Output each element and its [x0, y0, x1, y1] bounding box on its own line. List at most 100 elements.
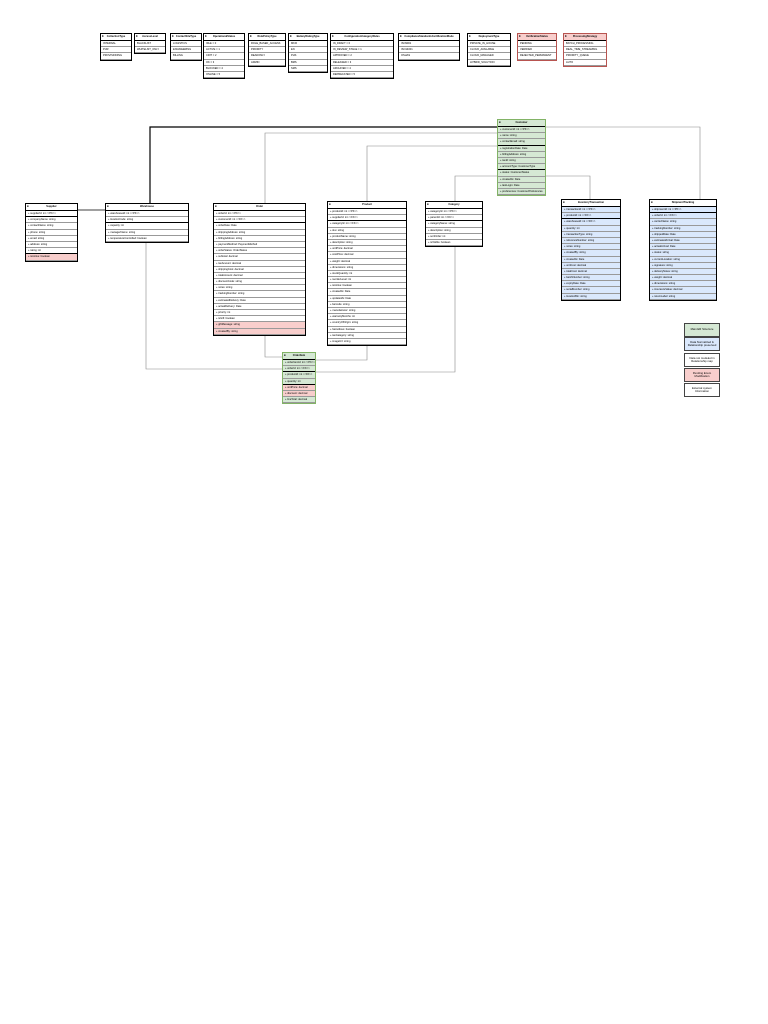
enum-value: CRIT = 2 — [204, 53, 244, 60]
enum-value: ADMIN — [249, 60, 285, 66]
class-attribute: + customerId: int <<PK>> — [498, 127, 545, 134]
class-box-top[interactable]: ■Customer+ customerId: int <<PK>>+ name:… — [497, 119, 546, 197]
class-attribute: + trackingNumber: string — [214, 291, 305, 298]
class-title: Customer — [515, 121, 528, 124]
class-header: ■ Product — [328, 202, 406, 209]
class-attribute: + isActive: boolean — [26, 254, 77, 261]
class-attribute: + deliveryNotes: string — [650, 268, 716, 276]
class-attribute: + contactName: string — [26, 223, 77, 230]
class-header: ■Warehouse — [106, 204, 188, 211]
class-attribute: + locationBin: string — [562, 293, 620, 300]
class-attribute: + countryOfOrigin: string — [328, 320, 406, 327]
class-icon: ■ — [499, 121, 501, 124]
enum-value: ROLE_BASED_ACCESS — [249, 41, 285, 48]
class-attribute: + priority: int — [214, 310, 305, 317]
class-attribute: + estimatedDelivery: Date — [214, 298, 305, 304]
class-attribute: + notes: string — [214, 285, 305, 292]
enum-icon: E — [290, 35, 292, 38]
enum-value: MKIII — [289, 41, 327, 48]
class-header: ■ InventoryTransaction — [562, 200, 620, 207]
class-icon: ■ — [329, 203, 331, 206]
class-attribute: + createdAt: Date — [562, 256, 620, 263]
class-box-c4[interactable]: ■Product+ productId: int <<PK>>+ supplie… — [327, 201, 407, 347]
class-attribute: + batchNumber: string — [562, 275, 620, 282]
class-attribute: + discountCode: string — [214, 279, 305, 286]
class-attribute: + paymentMethod: PaymentMethod — [214, 242, 305, 249]
class-attribute: + registrationDate: Date — [498, 145, 545, 152]
enum-value: EN — [289, 47, 327, 54]
class-attribute: + discount: decimal — [283, 390, 315, 398]
enum-value: REAL_TIME_STREAMING — [564, 47, 606, 54]
enum-value: CLOUD_MANAGED — [468, 53, 510, 60]
class-title: Product — [362, 203, 372, 206]
class-header: ■Order — [214, 204, 305, 211]
class-box-c1[interactable]: ■Supplier+ supplierId: int <<PK>>+ compa… — [25, 203, 78, 262]
class-attribute: + weight: decimal — [650, 275, 716, 282]
class-attribute: + status: string — [650, 250, 716, 257]
class-header: ■Category — [426, 202, 482, 209]
class-attribute: + transactionType: string — [562, 231, 620, 238]
class-attribute: + temperatureControlled: boolean — [106, 236, 188, 242]
enum-icon: E — [519, 35, 521, 38]
class-box-c2[interactable]: ■Warehouse+ warehouseId: int <<PK>>+ loc… — [105, 203, 189, 243]
class-attribute: + reorderLevel: int — [328, 277, 406, 284]
enum-value: ISO9001 — [399, 41, 459, 48]
class-attribute: + sortOrder: int — [426, 234, 482, 240]
enum-value: DEPRECATED = 5 — [331, 72, 393, 79]
class-attribute: + orderId: int <<FK>> — [283, 366, 315, 373]
class-title: Category — [448, 203, 460, 206]
class-attribute: + description: string — [328, 240, 406, 247]
enum-value: ENGINEERING — [171, 47, 201, 54]
class-box-c3[interactable]: ■Order+ orderId: int <<PK>>+ customerId:… — [213, 203, 306, 336]
class-attribute: + orderId: int <<FK>> — [650, 213, 716, 220]
class-title: InventoryTransaction — [577, 201, 605, 204]
legend-item: Pending Enum Modification — [684, 368, 720, 382]
enum-icon: E — [332, 35, 334, 38]
enum-value: PUR — [101, 47, 131, 54]
class-attribute: + warrantyMonths: int — [328, 314, 406, 321]
class-attribute: + createdBy: string — [562, 250, 620, 257]
class-header: ■OrderItem — [283, 353, 315, 360]
class-attribute: + unitPrice: decimal — [283, 384, 315, 391]
class-attribute: + rating: int — [26, 248, 77, 255]
enum-header: E ConfigurationCategoryRules — [331, 34, 393, 41]
enum-icon: E — [250, 35, 252, 38]
enum-title: BatteryRatingType — [296, 35, 320, 38]
class-box-c6[interactable]: ■InventoryTransaction+ transactionId: in… — [561, 199, 621, 301]
class-header: ■ Customer — [498, 120, 545, 127]
enum-value: RELEASED = 3 — [331, 60, 393, 66]
class-attribute: + categoryId: int <<FK>> — [328, 221, 406, 228]
enum-value: AUTO — [564, 60, 606, 66]
enum-title: ConfigurationCategoryRules — [344, 35, 380, 38]
enum-value: WHITELIST_ONLY — [135, 47, 165, 54]
class-icon: ■ — [27, 205, 29, 208]
class-attribute: + createdBy: string — [214, 328, 305, 335]
enum-value: INTERNAL — [101, 41, 131, 48]
class-box-bottom[interactable]: ■OrderItem+ orderItemId: int <<PK>>+ ord… — [282, 352, 316, 405]
enum-value: OK = 3 — [204, 60, 244, 66]
class-attribute: + billingAddress: string — [498, 151, 545, 158]
class-attribute: + email: string — [26, 236, 77, 242]
enum-value: SMS — [289, 66, 327, 72]
class-icon: ■ — [563, 201, 565, 204]
class-box-c7[interactable]: ■ShipmentTracking+ shipmentId: int <<PK>… — [649, 199, 717, 301]
enum-icon: E — [136, 35, 138, 38]
class-attribute: + productId: int <<FK>> — [562, 213, 620, 220]
class-attribute: + warehouseId: int <<FK>> — [562, 219, 620, 226]
class-attribute: + expiryDate: Date — [562, 281, 620, 288]
class-box-c5[interactable]: ■Category+ categoryId: int <<PK>>+ paren… — [425, 201, 483, 248]
enum-title: ComplianceStandardsCertificationMode — [404, 35, 454, 38]
